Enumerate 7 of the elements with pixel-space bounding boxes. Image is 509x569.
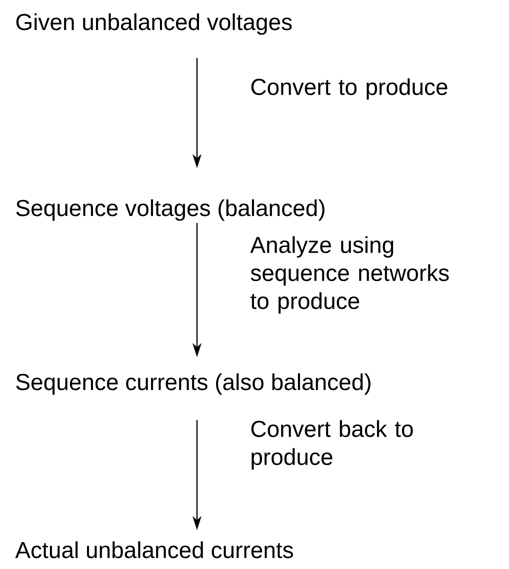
edge-label: Convert to produce [251, 78, 448, 100]
step-text: Sequence currents (also balanced) [16, 373, 370, 395]
edge-label: Analyze using sequence networks to produce [250, 236, 449, 314]
edge-label: Convert back to produce [251, 420, 413, 470]
step-text: Given unbalanced voltages [16, 13, 292, 35]
step-text: Actual unbalanced currents [15, 541, 294, 558]
step-text: Sequence voltages (balanced) [16, 199, 324, 221]
